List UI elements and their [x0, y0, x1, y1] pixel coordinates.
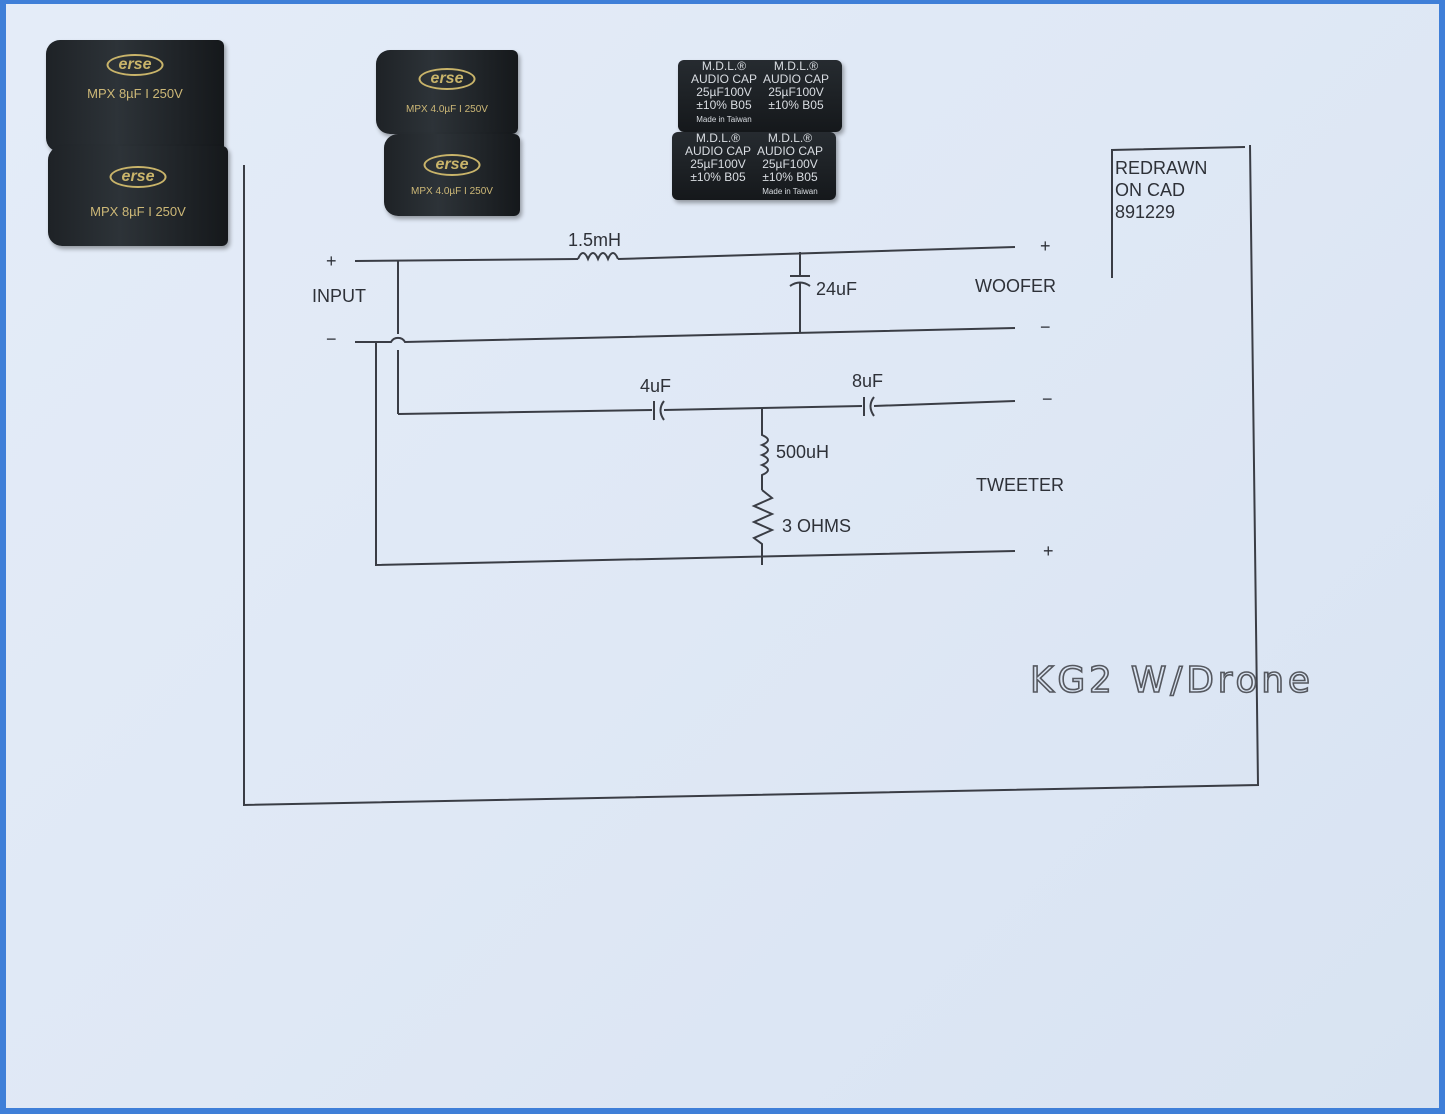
capacitor-4uf — [653, 400, 665, 421]
input-plus: + — [326, 251, 337, 271]
title-block-line1: REDRAWN — [1115, 158, 1207, 178]
cap-tweeter-1-label: 4uF — [640, 376, 671, 396]
capacitor-spec: MPX 4.0µF I 250V — [411, 186, 493, 197]
woofer-minus: − — [1040, 317, 1051, 337]
drawing-border — [243, 144, 1260, 807]
mdl-origin: Made in Taiwan — [762, 187, 818, 196]
mdl-tolerance: ±10% B05 — [762, 170, 818, 184]
mdl-type: AUDIO CAP — [690, 72, 757, 86]
erse-logo: erse — [423, 154, 481, 176]
woofer-negative-rail — [355, 327, 1016, 344]
inductor-woofer-label: 1.5mH — [568, 230, 621, 250]
mdl-rating: 25µF100V — [768, 85, 824, 99]
mdl-tolerance: ±10% B05 — [768, 98, 824, 112]
woofer-positive-rail — [354, 258, 579, 262]
resistor-3-ohms — [751, 489, 775, 565]
title-block-line2: ON CAD — [1115, 180, 1185, 200]
tweeter-positive-rail — [375, 342, 1016, 567]
cap-woofer-label: 24uF — [816, 279, 857, 299]
capacitor-spec: MPX 4.0µF I 250V — [406, 104, 488, 115]
tweeter-label: TWEETER — [976, 475, 1064, 495]
tweeter-plus: + — [1043, 541, 1054, 561]
handwritten-note: KG2 W/Drone — [1030, 660, 1310, 701]
resistor-label: 3 OHMS — [782, 516, 851, 536]
mdl-brand: M.D.L.® — [695, 132, 741, 145]
title-block-border — [1111, 146, 1246, 278]
woofer-plus: + — [1040, 236, 1051, 256]
mdl-type: AUDIO CAP — [756, 144, 823, 158]
woofer-positive-rail-2 — [617, 246, 1016, 260]
capacitor-erse-4uf-bottom: erse MPX 4.0µF I 250V — [384, 134, 520, 216]
cap-tweeter-2-label: 8uF — [852, 371, 883, 391]
mdl-rating: 25µF100V — [762, 157, 818, 171]
mdl-brand: M.D.L.® — [773, 60, 819, 73]
mdl-tolerance: ±10% B05 — [696, 98, 752, 112]
capacitor-erse-8uf-top: erse MPX 8µF I 250V — [46, 40, 224, 152]
mdl-rating: 25µF100V — [696, 85, 752, 99]
capacitor-erse-8uf-bottom: erse MPX 8µF I 250V — [48, 146, 228, 246]
title-block-line3: 891229 — [1115, 202, 1175, 222]
mdl-rating: 25µF100V — [690, 157, 746, 171]
erse-logo: erse — [109, 166, 167, 188]
inductor-500uh — [759, 409, 769, 490]
inductor-tweeter-label: 500uH — [776, 442, 829, 462]
tweeter-minus: − — [1042, 389, 1053, 409]
woofer-label: WOOFER — [975, 276, 1056, 296]
erse-logo: erse — [418, 68, 476, 90]
capacitor-8uf — [863, 396, 875, 417]
mdl-origin: Made in Taiwan — [696, 115, 752, 124]
capacitor-erse-4uf-top: erse MPX 4.0µF I 250V — [376, 50, 518, 134]
mdl-tolerance: ±10% B05 — [690, 170, 746, 184]
input-minus: − — [326, 329, 337, 349]
erse-logo: erse — [106, 54, 164, 76]
tweeter-negative-rail — [397, 400, 1016, 415]
capacitor-spec: MPX 8µF I 250V — [87, 86, 183, 101]
mdl-type: AUDIO CAP — [762, 72, 829, 86]
mdl-brand: M.D.L.® — [701, 60, 747, 73]
input-label: INPUT — [312, 286, 366, 306]
capacitor-24uf — [789, 252, 811, 332]
capacitor-spec: MPX 8µF I 250V — [90, 204, 186, 219]
mdl-type: AUDIO CAP — [684, 144, 751, 158]
mdl-brand: M.D.L.® — [767, 132, 813, 145]
inductor-1-5mh — [577, 252, 619, 262]
